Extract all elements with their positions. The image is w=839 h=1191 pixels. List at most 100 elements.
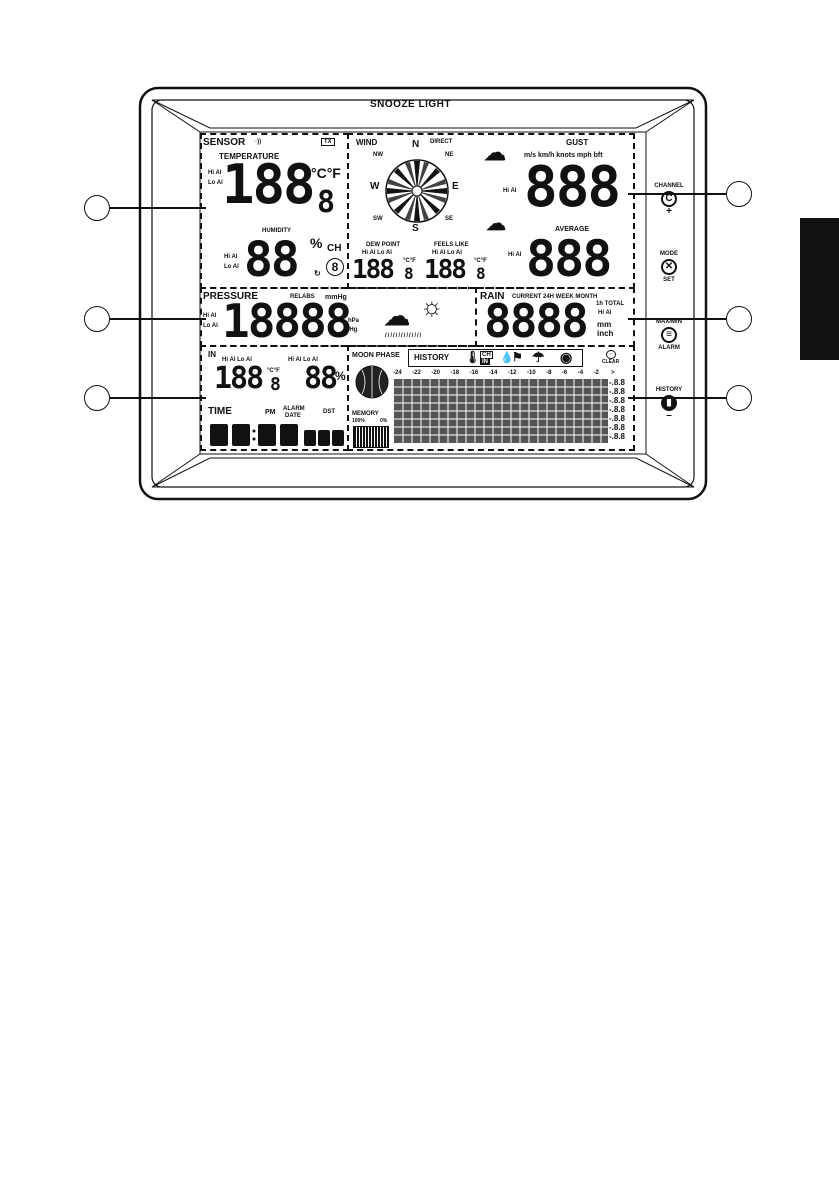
history-header-box	[408, 349, 583, 367]
callout-line-rain	[628, 318, 726, 320]
history-scale: -.8.8 -.8.8 -.8.8 -.8.8 -.8.8 -.8.8 -.8.…	[609, 378, 625, 441]
sensor-humidity-unit: %	[310, 235, 323, 251]
history-bar-grid	[394, 379, 608, 443]
compass-nw: NW	[373, 152, 383, 158]
callout-indoor-time	[84, 385, 110, 411]
compass-sw: SW	[373, 216, 383, 222]
hour-label: -24	[393, 370, 402, 376]
channel-plus-label: +	[666, 206, 672, 217]
sensor-hum-hi-al: Hi Al	[224, 254, 238, 260]
history-arrow: >	[611, 370, 615, 376]
callout-history	[726, 385, 752, 411]
compass-se: SE	[445, 216, 454, 222]
hour-label: -14	[488, 370, 498, 376]
time-title: TIME	[208, 406, 232, 417]
clear-icon: ◦◦	[606, 350, 616, 359]
mode-button[interactable]: MODE ✕ SET	[650, 250, 688, 284]
wind-compass	[385, 159, 449, 223]
indoor-temp-units: °C°F	[267, 368, 280, 374]
barometer-icon: ◉	[560, 349, 573, 365]
dew-point-label: DEW POINT	[366, 242, 400, 248]
dew-point-hi-lo: Hi Al Lo Al	[362, 250, 392, 256]
scale-label: -.8.8	[609, 414, 626, 423]
rain-hi-al: Hi Al	[598, 310, 612, 316]
wind-title: WIND	[356, 138, 378, 147]
indoor-humidity-unit: %	[335, 369, 346, 383]
signal-icon: ◦))	[255, 139, 262, 145]
callout-line-wind	[628, 193, 726, 195]
feels-like-label: FEELS LIKE	[434, 242, 469, 248]
channel-value: 8	[326, 258, 344, 276]
gust-label: GUST	[566, 138, 589, 147]
pressure-title: PRESSURE	[203, 291, 259, 302]
callout-pressure	[84, 306, 110, 332]
callout-sensor	[84, 195, 110, 221]
sensor-hum-lo-al: Lo Al	[224, 264, 239, 270]
pressure-hi-al: Hi Al	[203, 313, 217, 319]
brand-logo: SNOOZE LIGHT	[370, 99, 451, 110]
maxmin-button-label: MAX/MIN	[656, 319, 682, 325]
alarm-label: ALARM	[658, 345, 680, 351]
channel-button-icon: C	[661, 191, 677, 207]
rain-periods: CURRENT 24H WEEK MONTH	[512, 294, 598, 300]
channel-label: CH	[327, 243, 342, 254]
feels-like-units: °C°F	[474, 258, 487, 264]
channel-button[interactable]: CHANNEL C +	[650, 182, 688, 217]
compass-e: E	[452, 181, 459, 192]
humidity-label: HUMIDITY	[262, 228, 291, 234]
pressure-inhg: inHg	[344, 327, 358, 333]
wave-cloud-icon: ☁	[486, 213, 506, 235]
sensor-temp-digits: 188	[222, 153, 316, 216]
compass-n: N	[412, 139, 420, 150]
pressure-mmhg: mmHg	[325, 294, 347, 301]
hour-label: -8	[546, 370, 552, 376]
scale-label: -.8.8	[609, 396, 626, 405]
indoor-temp-digits: 188	[214, 361, 264, 396]
forecast-sun-icon: ☼	[420, 291, 444, 321]
callout-rain	[726, 306, 752, 332]
rain-cloud-icon: ☂	[532, 349, 545, 365]
rain-total: 1h TOTAL	[596, 301, 625, 307]
wind-speed-units: m/s km/h knots mph bft	[524, 152, 603, 159]
history-button-icon: ▮	[661, 395, 677, 411]
history-ch: CH	[480, 351, 493, 359]
memory-label: MEMORY	[352, 411, 379, 417]
scale-label: -.8.8	[609, 378, 626, 387]
time-pm: PM	[265, 409, 276, 416]
compass-w: W	[370, 181, 380, 192]
pressure-lo-al: Lo Al	[203, 323, 218, 329]
average-label: AVERAGE	[555, 226, 590, 233]
sensor-temp-lo-al: Lo Al	[208, 180, 223, 186]
channel-button-label: CHANNEL	[654, 183, 684, 189]
wind-direct-label: DIRECT	[430, 139, 453, 145]
hour-label: -10	[526, 370, 536, 376]
memory-empty: 0%	[380, 418, 388, 424]
refresh-icon: ↻	[314, 269, 321, 278]
time-dst: DST	[323, 409, 335, 415]
rain-digits: 8888	[484, 294, 589, 348]
hour-label: -6	[561, 370, 568, 376]
memory-bar	[353, 426, 389, 448]
indoor-hum-hi-lo: Hi Al Lo Al	[288, 357, 318, 363]
time-date-label: DATE	[285, 413, 301, 419]
history-in: IN	[480, 359, 490, 365]
time-alarm-label: ALARM	[283, 406, 305, 412]
compass-ne: NE	[445, 152, 454, 158]
history-hour-axis: -24 -22 -20 -18 -16 -14 -12 -10 -8 -6 -4…	[393, 370, 599, 376]
pressure-relabs: RELABS	[290, 294, 315, 300]
callout-line-indoor	[110, 397, 206, 399]
forecast-cloud-icon: ☁	[384, 301, 410, 331]
hour-label: -22	[412, 370, 421, 376]
time-segment-display	[210, 424, 344, 446]
sensor-humidity-digits: 88	[244, 232, 300, 288]
pressure-digits: 18888	[222, 294, 352, 348]
hour-label: -4	[577, 370, 584, 376]
scale-label: -.8.8	[609, 405, 626, 414]
moon-phase-label: MOON PHASE	[352, 352, 400, 359]
maxmin-button[interactable]: MAX/MIN ≡ ALARM	[650, 318, 688, 352]
thermometer-icon: 🌡	[465, 350, 481, 364]
indoor-temp-decimal: 8	[270, 374, 281, 395]
history-button[interactable]: HISTORY ▮ –	[650, 386, 688, 421]
history-clear: CLEAR	[602, 359, 620, 365]
scale-label: -.8.8	[609, 432, 626, 441]
